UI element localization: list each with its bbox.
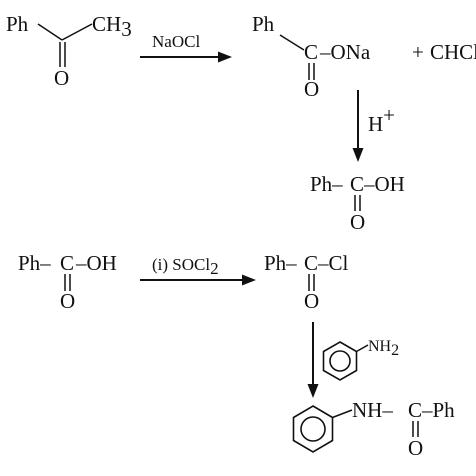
bond-ring-n: [356, 344, 369, 353]
socl-label: (i) SOCl: [152, 255, 210, 274]
aromatic-circle: [329, 350, 351, 372]
benzoic-acid-product: Ph– C –OH O: [310, 172, 405, 234]
acetophenone: Ph CH3 O: [6, 12, 132, 90]
plus-sign: +: [412, 40, 424, 64]
socl2-subscript: 2: [210, 259, 219, 278]
bond-ph-c: [37, 23, 63, 41]
carbonyl-oxygen: O: [350, 210, 365, 234]
amide-nh-label: NH–: [352, 398, 393, 422]
phenyl-label: –Ph: [421, 398, 455, 422]
methyl-ch: CH: [92, 12, 121, 36]
amide-carbon: C: [408, 398, 422, 422]
methyl-subscript: 3: [121, 17, 132, 41]
carbonyl-oxygen: O: [60, 289, 75, 313]
phenyl-label: Ph–: [310, 172, 343, 196]
aromatic-circle: [300, 416, 326, 442]
benzoic-acid-reactant: Ph– C –OH O: [18, 251, 117, 313]
bond-ring-n: [332, 409, 353, 419]
bond-ph-c: [279, 34, 305, 51]
amino-subscript: 2: [391, 342, 399, 359]
carbonyl-oxygen: O: [304, 289, 319, 313]
ona-label: –ONa: [319, 40, 371, 64]
amino-nh: NH: [368, 338, 392, 355]
benzoyl-chloride: Ph– C –Cl O: [264, 251, 349, 313]
naocl-reagent: NaOCl: [152, 32, 200, 51]
phenyl-label: Ph: [6, 12, 29, 36]
arrow-head: [307, 384, 319, 398]
phenyl-label: Ph–: [18, 251, 51, 275]
sodium-benzoate: Ph C –ONa + CHCl3 O: [252, 12, 476, 101]
carbonyl-oxygen: O: [54, 66, 69, 90]
reaction-arrow-acid: H+: [352, 90, 395, 162]
phenyl-label: Ph–: [264, 251, 297, 275]
arrow-head: [218, 51, 232, 63]
benzanilide-product: NH– C –Ph O: [292, 398, 455, 460]
arrow-head: [242, 274, 256, 286]
bond-c-ch3: [61, 23, 93, 41]
carboxylate-carbon: C: [304, 40, 318, 64]
amino-label: NH2: [368, 338, 399, 359]
reaction-arrow-socl2: (i) SOCl2: [140, 255, 256, 286]
chloroform-chcl: CHCl: [430, 40, 476, 64]
aniline-reagent: NH2: [322, 338, 399, 381]
chloride-label: –Cl: [317, 251, 349, 275]
methyl-label: CH3: [92, 12, 132, 41]
reaction-arrow-aniline: [307, 322, 319, 398]
carbonyl-oxygen: O: [304, 77, 319, 101]
arrow-head: [352, 148, 364, 162]
reaction-arrow-naocl: NaOCl: [140, 32, 232, 63]
hydrogen-label: H: [368, 112, 383, 136]
chloroform-label: CHCl3: [430, 40, 476, 69]
benzene-ring-icon: [322, 341, 358, 381]
hydroxyl-label: –OH: [363, 172, 405, 196]
socl2-reagent: (i) SOCl2: [152, 255, 219, 278]
benzene-ring-icon: [292, 405, 334, 453]
hydroxyl-label: –OH: [75, 251, 117, 275]
carbonyl-oxygen: O: [408, 436, 423, 460]
carboxyl-carbon: C: [60, 251, 74, 275]
plus-charge: +: [383, 103, 395, 127]
phenyl-label: Ph: [252, 12, 275, 36]
carboxyl-carbon: C: [350, 172, 364, 196]
acyl-carbon: C: [304, 251, 318, 275]
acid-reagent: H+: [368, 103, 395, 136]
